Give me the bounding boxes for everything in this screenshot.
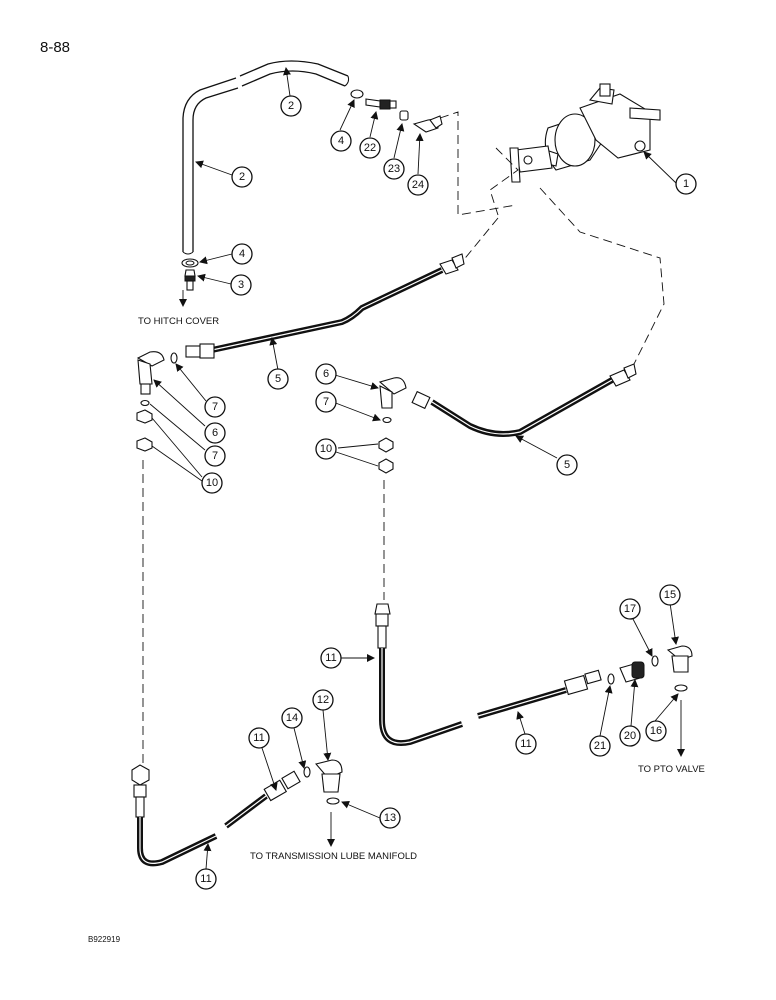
svg-text:13: 13	[384, 812, 396, 824]
nuts-10-right	[378, 437, 394, 474]
svg-text:12: 12	[317, 694, 329, 706]
barbed-fitting	[184, 269, 196, 291]
routing-leader-lines	[142, 111, 665, 765]
callout-14: 14	[281, 707, 303, 729]
o-ring-13	[326, 797, 340, 805]
callout-3: 3	[230, 274, 252, 296]
elbow-6-right	[378, 377, 407, 409]
callout-5-right: 5	[556, 454, 578, 476]
elbow-15	[666, 645, 693, 673]
elbow-6-left	[136, 351, 178, 395]
callout-5-upper: 5	[267, 368, 289, 390]
svg-text:2: 2	[239, 171, 245, 183]
callout-4-upper: 4	[330, 130, 352, 152]
callout-24: 24	[407, 174, 429, 196]
callout-11-right: 11	[515, 733, 537, 755]
callout-7-left-upper: 7	[204, 396, 226, 418]
svg-text:3: 3	[238, 279, 244, 291]
svg-text:11: 11	[520, 738, 531, 750]
svg-text:4: 4	[239, 248, 245, 260]
o-ring-16	[674, 684, 688, 692]
lower-left-hose	[131, 764, 301, 867]
svg-text:5: 5	[564, 459, 570, 471]
callout-2-left: 2	[231, 166, 253, 188]
svg-text:10: 10	[206, 477, 218, 489]
callout-12: 12	[312, 689, 334, 711]
callout-23: 23	[383, 158, 405, 180]
flow-arrows	[179, 290, 685, 847]
callout-21: 21	[589, 735, 611, 757]
o-ring-14	[303, 766, 311, 778]
svg-text:20: 20	[624, 730, 636, 742]
callout-11-left-upper: 11	[248, 727, 270, 749]
callout-6-left: 6	[204, 422, 226, 444]
o-ring-7-left	[140, 399, 150, 407]
valve-assembly	[509, 83, 661, 183]
breather-tube	[182, 60, 350, 255]
svg-text:4: 4	[338, 135, 344, 147]
label-to-transmission-lube-manifold: TO TRANSMISSION LUBE MANIFOLD	[250, 851, 417, 862]
svg-text:5: 5	[275, 373, 281, 385]
right-hose	[411, 363, 637, 437]
svg-text:6: 6	[323, 368, 329, 380]
svg-text:6: 6	[212, 427, 218, 439]
nuts-10-left	[136, 409, 153, 452]
svg-text:11: 11	[200, 873, 211, 885]
callout-1: 1	[675, 173, 697, 195]
callout-2-upper: 2	[280, 95, 302, 117]
o-ring-17	[651, 655, 659, 667]
figure-reference-code: B922919	[88, 935, 121, 944]
fitting-23	[399, 110, 409, 121]
svg-text:17: 17	[624, 603, 636, 615]
fitting-22	[365, 98, 397, 110]
o-ring-21	[607, 673, 615, 685]
svg-text:23: 23	[388, 163, 400, 175]
adapter-20	[619, 661, 645, 683]
svg-text:21: 21	[594, 740, 606, 752]
callout-6-right: 6	[315, 363, 337, 385]
elbow-24	[412, 115, 443, 133]
svg-text:2: 2	[288, 100, 294, 112]
svg-text:11: 11	[253, 732, 264, 744]
callout-17: 17	[619, 598, 641, 620]
callout-20: 20	[619, 725, 641, 747]
callout-4-lower: 4	[231, 243, 253, 265]
svg-text:16: 16	[650, 725, 662, 737]
callout-22: 22	[359, 137, 381, 159]
clamp-upper	[350, 89, 364, 99]
callout-10-left: 10	[201, 472, 223, 494]
callout-10-right: 10	[315, 438, 337, 460]
svg-text:11: 11	[325, 652, 336, 664]
upper-hose	[185, 253, 465, 359]
svg-text:1: 1	[683, 178, 689, 190]
svg-text:7: 7	[212, 401, 218, 413]
page-number: 8-88	[40, 39, 70, 56]
hose-clamp	[181, 258, 199, 268]
svg-text:15: 15	[664, 589, 676, 601]
svg-text:22: 22	[364, 142, 376, 154]
label-to-pto-valve: TO PTO VALVE	[638, 764, 705, 775]
callout-13: 13	[379, 807, 401, 829]
svg-text:10: 10	[320, 443, 332, 455]
o-ring-7-right	[382, 416, 392, 424]
callout-15: 15	[659, 584, 681, 606]
lower-right-hose	[374, 603, 602, 746]
elbow-12	[315, 759, 343, 793]
callout-16: 16	[645, 720, 667, 742]
svg-text:7: 7	[323, 396, 329, 408]
svg-text:7: 7	[212, 450, 218, 462]
callout-leaders	[149, 67, 679, 870]
callout-11-left-lower: 11	[195, 868, 217, 890]
svg-text:14: 14	[286, 712, 298, 724]
callout-7-right: 7	[315, 391, 337, 413]
svg-text:24: 24	[412, 179, 424, 191]
callout-11-mid: 11	[320, 647, 342, 669]
callout-7-left-lower: 7	[204, 445, 226, 467]
label-to-hitch-cover: TO HITCH COVER	[138, 316, 219, 327]
